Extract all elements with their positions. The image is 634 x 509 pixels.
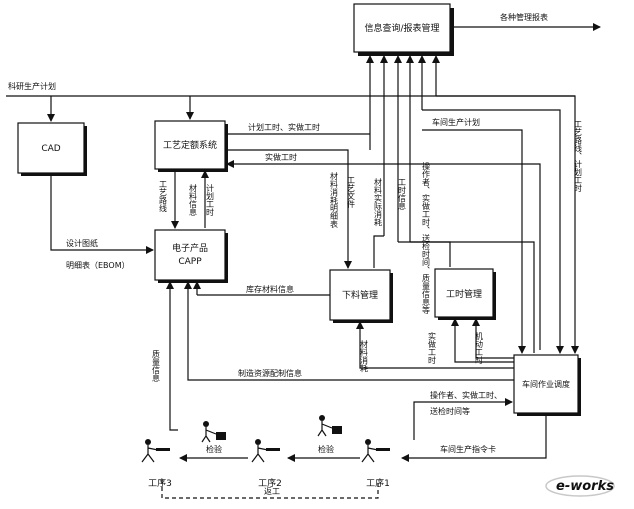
label-proc2: 工序2 xyxy=(258,477,282,489)
label-route-plan: 工艺路线、计划工时 xyxy=(574,120,583,192)
arrow-order xyxy=(401,413,547,462)
worker-icon-3 xyxy=(141,439,170,463)
material-box-label: 下料管理 xyxy=(342,289,378,301)
query-box-label: 信息查询/报表管理 xyxy=(364,22,439,34)
arrow-cad-capp xyxy=(50,173,154,254)
label-order: 车间生产指令卡 xyxy=(440,444,496,454)
label-plan-actual: 计划工时、实做工时 xyxy=(248,122,320,132)
label-rework: 返工 xyxy=(264,487,280,496)
label-stock: 库存材料信息 xyxy=(246,284,294,294)
cad-box-label: CAD xyxy=(41,144,60,154)
capp-box: 电子产品 CAPP xyxy=(154,229,228,283)
label-mat-actual: 材料实际消耗 xyxy=(374,177,383,227)
craft-box: 工艺定额系统 xyxy=(154,120,228,172)
label-inspect-a: 检验 xyxy=(206,444,222,454)
arrow-consume-detail xyxy=(225,149,352,269)
e-works-logo: e-works xyxy=(545,475,615,497)
logo-text: e-works xyxy=(556,479,614,494)
inspector-icon-1 xyxy=(317,415,342,437)
material-box: 下料管理 xyxy=(329,269,393,323)
label-plan-input: 科研生产计划 xyxy=(8,81,56,91)
label-design-2: 明细表（EBOM） xyxy=(66,260,130,270)
line-operator-info xyxy=(410,241,535,353)
label-actual-h: 实做工时 xyxy=(428,331,437,364)
label-mobile-h: 机动工时 xyxy=(475,331,484,364)
label-mat-use: 材料消耗 xyxy=(360,339,369,373)
label-inspect-b: 检验 xyxy=(318,444,334,454)
label-mat-consume-detail: 材料消耗明细表 xyxy=(330,171,339,229)
worker-icon-1 xyxy=(361,439,390,463)
capp-box-label-2: CAPP xyxy=(178,257,202,267)
arrow-resource xyxy=(184,281,514,381)
inspector-icon-2 xyxy=(201,421,226,443)
label-proc1: 工序1 xyxy=(366,477,390,489)
line-mat-actual xyxy=(373,235,384,268)
query-box: 信息查询/报表管理 xyxy=(353,3,454,56)
arrow-route-plan xyxy=(436,95,579,354)
label-craft-doc: 工艺文件 xyxy=(347,176,356,209)
label-actual-hours: 实做工时 xyxy=(265,152,297,162)
dispatch-box: 车间作业调度 xyxy=(513,354,581,416)
arrow-mobile-h xyxy=(472,318,514,359)
arrow-shop-plan-2 xyxy=(422,129,526,354)
cad-box: CAD xyxy=(17,122,87,176)
line-op-feedback-up xyxy=(413,401,424,440)
label-op-feedback-1: 操作者、实做工时、 xyxy=(430,390,502,400)
label-work-hours: 工时信息 xyxy=(398,178,407,210)
label-proc3: 工序3 xyxy=(148,477,172,489)
label-mat-info: 材料信息 xyxy=(189,183,198,216)
hours-box: 工时管理 xyxy=(434,268,496,320)
arrow-shop-plan xyxy=(422,109,564,354)
arrow-actual-to-craft xyxy=(226,160,541,350)
capp-box-label-1: 电子产品 xyxy=(172,242,208,254)
hours-box-label: 工时管理 xyxy=(446,288,482,300)
arrow-actual-h xyxy=(451,318,514,363)
label-quality: 质量信息 xyxy=(152,349,161,382)
label-resource: 制造资源配制信息 xyxy=(238,368,302,378)
label-design-1: 设计图纸 xyxy=(66,238,98,248)
dispatch-box-label: 车间作业调度 xyxy=(522,379,570,389)
rework-loop xyxy=(161,480,379,499)
label-operator-block: 操作者、实做工时、送检时间、质量信息等 xyxy=(422,161,431,314)
worker-icon-2 xyxy=(251,439,280,463)
label-op-feedback-2: 送检时间等 xyxy=(430,406,470,416)
craft-box-label: 工艺定额系统 xyxy=(163,139,217,151)
label-route: 工艺路线 xyxy=(159,180,168,212)
label-shop-plan: 车间生产计划 xyxy=(432,117,480,127)
label-plan-time: 计划工时 xyxy=(206,183,215,216)
arrow-mat-use xyxy=(356,321,514,369)
arrow-quality xyxy=(166,281,178,431)
label-reports: 各种管理报表 xyxy=(500,12,548,22)
